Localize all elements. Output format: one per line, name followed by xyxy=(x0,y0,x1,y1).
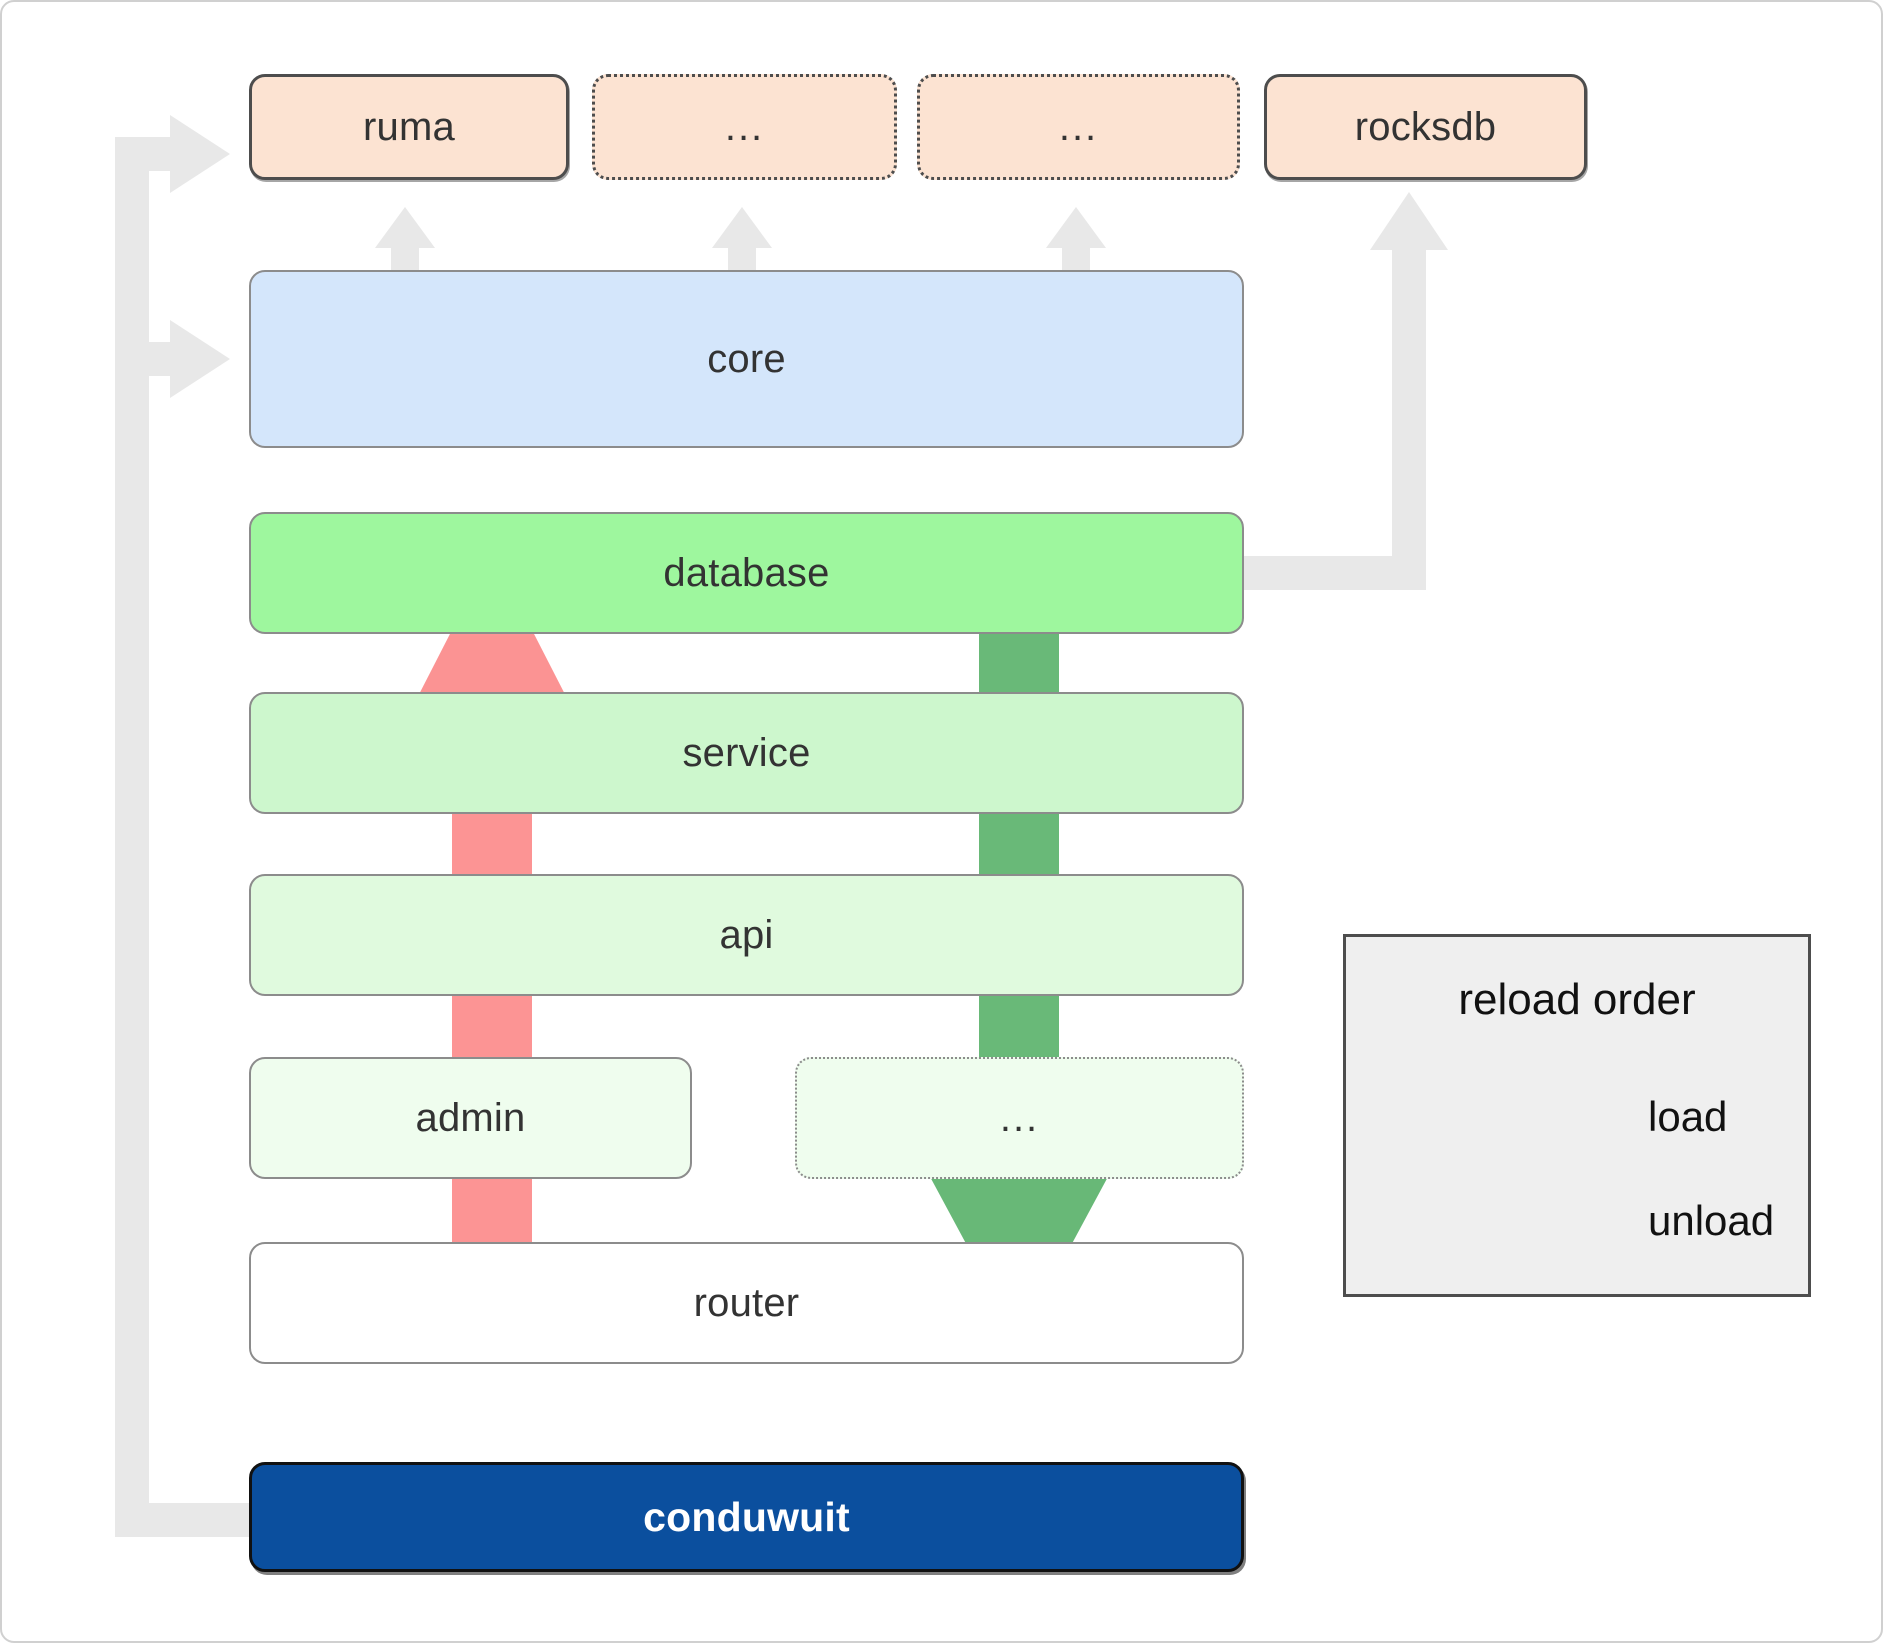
legend-label-unload: unload xyxy=(1648,1197,1775,1244)
layer-label-core: core xyxy=(707,336,786,381)
arrow-core-to-dots2 xyxy=(1046,207,1106,274)
legend-item-load: load xyxy=(1346,1067,1808,1167)
binary-label-conduwuit: conduwuit xyxy=(643,1493,850,1540)
layer-box-service[interactable]: service xyxy=(249,692,1244,814)
layer-label-database: database xyxy=(663,550,830,595)
binary-box-conduwuit[interactable]: conduwuit xyxy=(249,1462,1244,1572)
layer-label-admin: admin xyxy=(415,1095,526,1140)
layer-label-api: api xyxy=(719,912,774,957)
dependency-label-ruma: ruma xyxy=(363,104,455,149)
dependency-label-ellipsis-1: ... xyxy=(724,104,765,149)
connector-conduwuit-to-deps xyxy=(115,115,255,1537)
legend-panel: reload order load unload xyxy=(1343,934,1811,1297)
connector-database-to-rocksdb xyxy=(1244,192,1448,590)
dependency-label-ellipsis-2: ... xyxy=(1058,104,1099,149)
dependency-label-rocksdb: rocksdb xyxy=(1354,104,1497,149)
dependency-box-ruma[interactable]: ruma xyxy=(249,74,569,180)
layer-box-ellipsis[interactable]: ... xyxy=(795,1057,1244,1179)
layer-label-service: service xyxy=(682,730,811,775)
connector-core-to-deps xyxy=(375,207,1106,274)
legend-title: reload order xyxy=(1458,975,1696,1024)
dependency-box-ellipsis-2[interactable]: ... xyxy=(917,74,1240,180)
legend-item-unload: unload xyxy=(1346,1171,1808,1271)
layer-box-core[interactable]: core xyxy=(249,270,1244,448)
layer-box-database[interactable]: database xyxy=(249,512,1244,634)
layer-box-api[interactable]: api xyxy=(249,874,1244,996)
legend-label-load: load xyxy=(1648,1093,1728,1140)
layer-box-admin[interactable]: admin xyxy=(249,1057,692,1179)
dependency-box-rocksdb[interactable]: rocksdb xyxy=(1264,74,1587,180)
layer-box-router[interactable]: router xyxy=(249,1242,1244,1364)
arrow-core-to-ruma xyxy=(375,207,435,274)
arrow-core-to-dots1 xyxy=(712,207,772,274)
dependency-box-ellipsis-1[interactable]: ... xyxy=(592,74,897,180)
layer-label-router: router xyxy=(693,1280,800,1325)
layer-label-ellipsis: ... xyxy=(999,1095,1040,1140)
